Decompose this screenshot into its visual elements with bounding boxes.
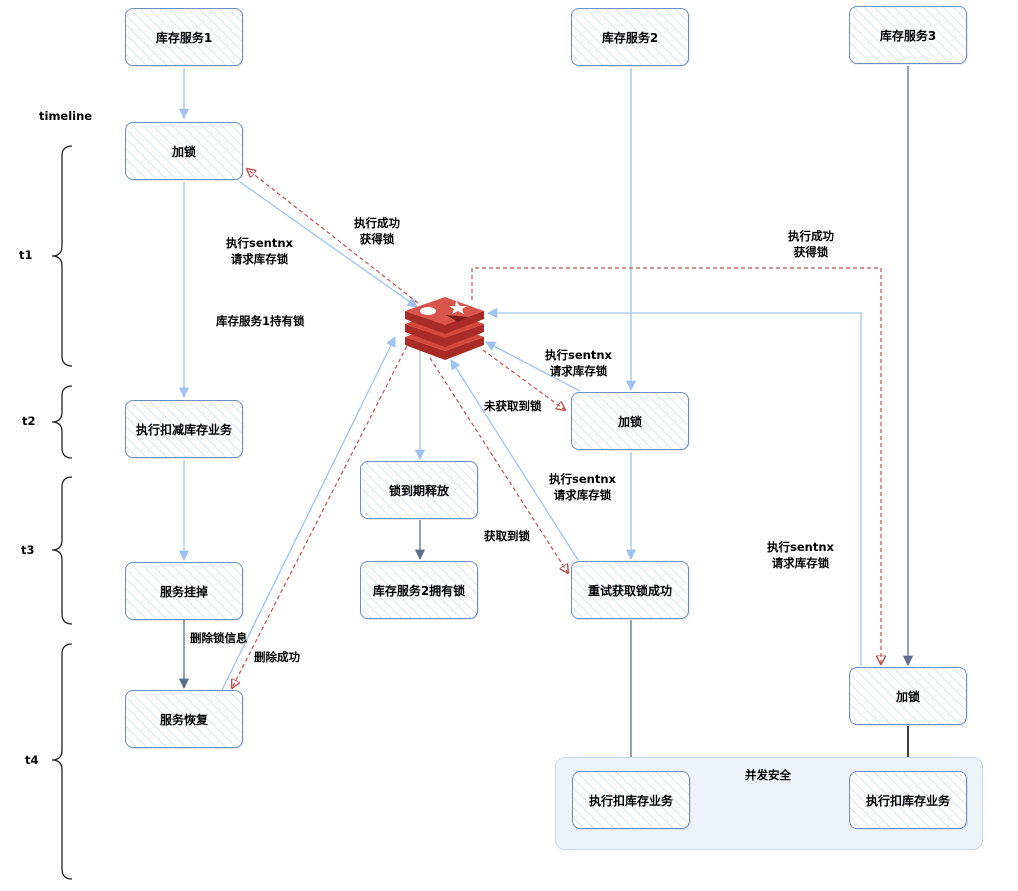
request-arrows	[178, 68, 862, 691]
node-service2-holds[interactable]: 库存服务2拥有锁	[360, 561, 478, 619]
timeline-braces	[51, 145, 73, 880]
brace-t3	[51, 476, 73, 625]
phase-label-t4: t4	[25, 753, 39, 767]
node-deduct3[interactable]: 执行扣库存业务	[849, 771, 967, 829]
arrow-redis-to-lock3	[471, 267, 881, 664]
node-lock3[interactable]: 加锁	[849, 667, 967, 725]
brace-t1	[51, 145, 73, 367]
arrow-redis-to-lock2-fail	[482, 349, 565, 410]
arrow-retry-to-redis	[450, 359, 579, 561]
edge-label-success3: 执行成功获得锁	[788, 229, 834, 259]
arrow-lock2-to-redis	[485, 341, 581, 392]
phase-label-t2: t2	[22, 414, 36, 428]
node-expire[interactable]: 锁到期释放	[360, 461, 478, 519]
group-label: 并发安全	[745, 768, 791, 782]
brace-t2	[51, 385, 73, 459]
arrow-recover-to-redis	[221, 336, 396, 691]
response-arrows	[232, 169, 881, 688]
node-deduct1[interactable]: 执行扣减库存业务	[125, 400, 243, 458]
node-service1[interactable]: 库存服务1	[125, 8, 243, 66]
arrow-redis-to-retry	[429, 357, 568, 573]
arrow-lock1-to-redis	[239, 181, 418, 308]
node-lock2[interactable]: 加锁	[571, 392, 689, 450]
node-recover[interactable]: 服务恢复	[125, 690, 243, 748]
dark-arrows	[178, 66, 914, 771]
edge-label-delete-success: 删除成功	[254, 650, 300, 664]
edge-label-holds1: 库存服务1持有锁	[216, 314, 305, 328]
edge-label-not-acquired: 未获取到锁	[484, 399, 542, 413]
arrow-redis-to-recover	[232, 339, 411, 688]
edge-label-acquired: 获取到锁	[484, 529, 530, 543]
node-service3[interactable]: 库存服务3	[849, 6, 967, 64]
redis-icon	[405, 297, 484, 360]
arrow-redis-to-lock1	[247, 169, 419, 304]
edge-label-success1: 执行成功获得锁	[354, 216, 400, 246]
node-service2[interactable]: 库存服务2	[571, 8, 689, 66]
node-crash[interactable]: 服务挂掉	[125, 562, 243, 620]
node-deduct2[interactable]: 执行扣库存业务	[572, 771, 690, 829]
timeline-label: timeline	[39, 109, 93, 123]
arrow-lock3-to-redis	[486, 307, 862, 666]
phase-label-t1: t1	[19, 248, 33, 262]
node-lock1[interactable]: 加锁	[125, 122, 243, 180]
edge-label-delete-info: 删除锁信息	[190, 631, 248, 645]
brace-t4	[51, 643, 73, 880]
phase-label-t3: t3	[21, 543, 35, 557]
node-retry-success[interactable]: 重试获取锁成功	[571, 561, 689, 619]
